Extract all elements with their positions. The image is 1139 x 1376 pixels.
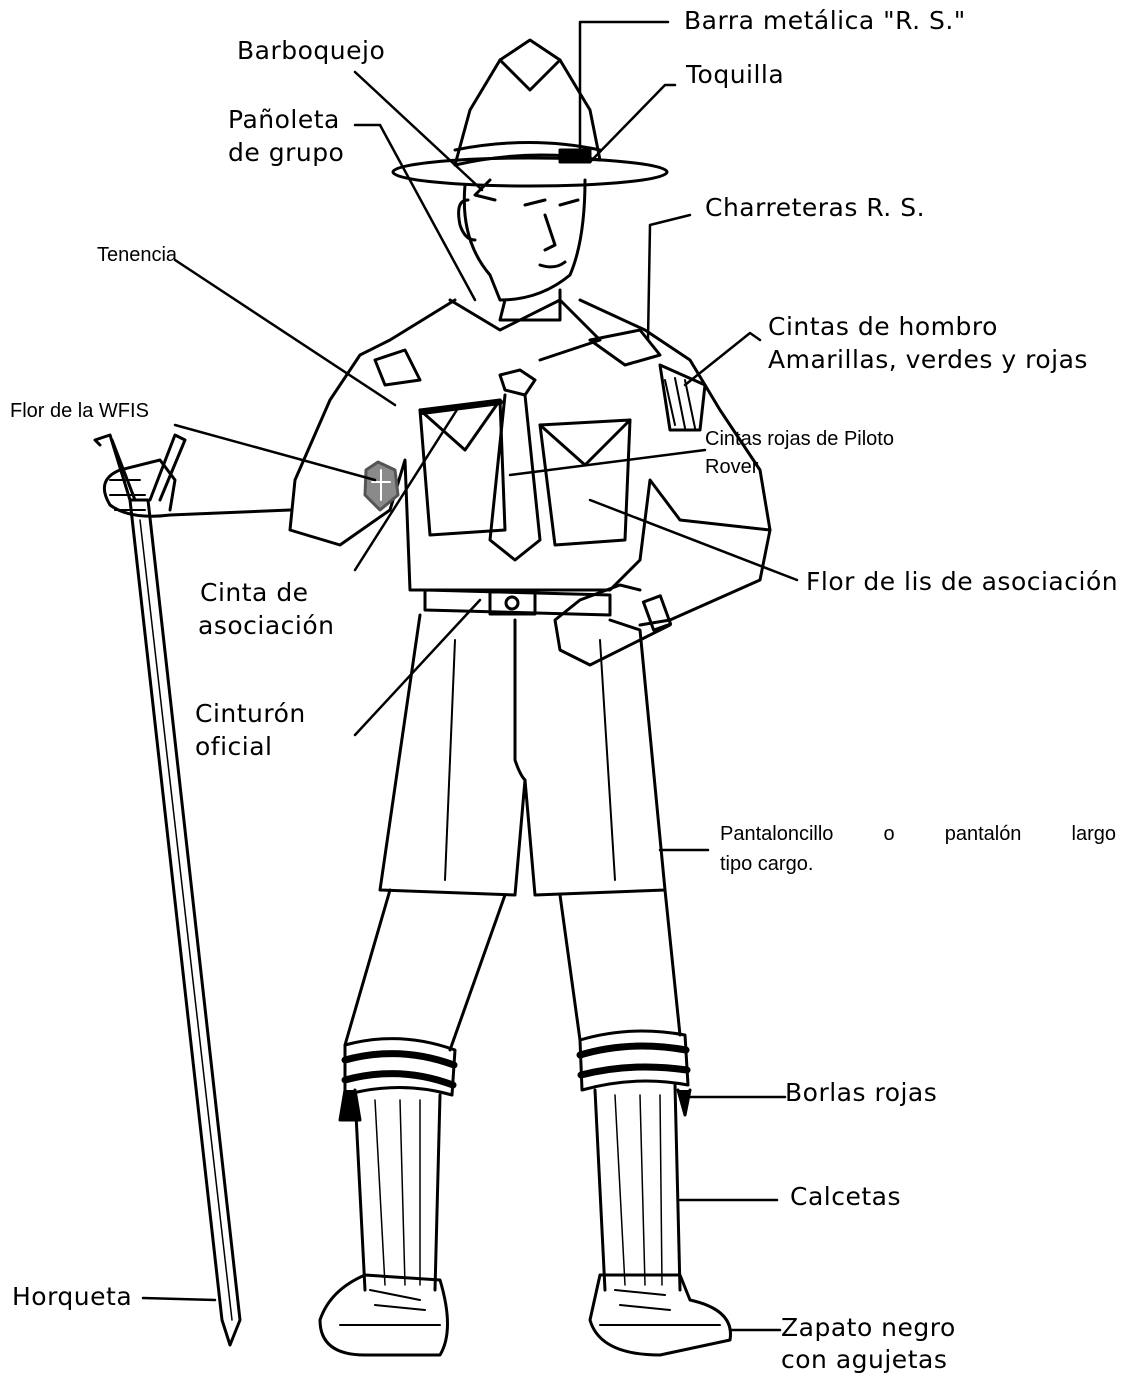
- label-barboquejo: Barboquejo: [237, 36, 385, 66]
- staff-figure: [95, 435, 240, 1345]
- label-zapato-line2: con agujetas: [781, 1345, 947, 1375]
- label-tenencia: Tenencia: [97, 243, 177, 267]
- label-flor-lis: Flor de lis de asociación: [806, 567, 1118, 597]
- leader-panoleta: [355, 125, 475, 300]
- leader-cintas-piloto: [510, 450, 705, 475]
- leader-tenencia: [175, 260, 395, 405]
- label-charreteras: Charreteras R. S.: [705, 193, 925, 223]
- right-hand-figure: [555, 530, 770, 665]
- neckerchief-figure: [450, 300, 600, 560]
- label-cinta-asociacion-line1: Cinta de: [200, 578, 309, 608]
- label-cinturon-line1: Cinturón: [195, 699, 306, 729]
- label-barra-metalica: Barra metálica "R. S.": [684, 6, 966, 36]
- leader-cinturon: [355, 600, 480, 735]
- leader-charreteras: [648, 215, 690, 340]
- leader-flor-wfis: [175, 425, 375, 480]
- label-cintas-hombro-line1: Cintas de hombro: [768, 312, 998, 342]
- label-borlas-rojas: Borlas rojas: [785, 1078, 937, 1108]
- legs-figure: [340, 890, 690, 1290]
- label-horqueta: Horqueta: [12, 1282, 132, 1312]
- label-cintas-piloto-line2: Rover: [705, 455, 758, 479]
- shorts-figure: [380, 615, 665, 895]
- leader-lines: [143, 22, 797, 1330]
- leader-cintas-hombro: [685, 333, 760, 385]
- label-cintas-piloto-line1: Cintas rojas de Piloto: [705, 427, 894, 451]
- leader-toquilla: [590, 85, 675, 162]
- label-calcetas: Calcetas: [790, 1182, 901, 1212]
- label-zapato-line1: Zapato negro: [781, 1313, 956, 1343]
- shoes-figure: [320, 1275, 731, 1355]
- label-cinta-asociacion-line2: asociación: [198, 611, 334, 641]
- leader-horqueta: [143, 1298, 215, 1300]
- label-pantalon-line2: tipo cargo.: [720, 852, 813, 876]
- label-cinturon-line2: oficial: [195, 732, 273, 762]
- belt-figure: [425, 590, 610, 615]
- label-panoleta-line2: de grupo: [228, 138, 344, 168]
- label-cintas-hombro-line2: Amarillas, verdes y rojas: [768, 345, 1088, 375]
- leader-barra: [580, 22, 668, 155]
- label-pantalon-line1: Pantaloncillo o pantalón largo: [720, 822, 1116, 846]
- label-panoleta-line1: Pañoleta: [228, 105, 340, 135]
- hat-figure: [393, 40, 667, 186]
- label-flor-wfis: Flor de la WFIS: [10, 399, 149, 423]
- label-toquilla: Toquilla: [686, 60, 784, 90]
- head-figure: [459, 180, 585, 320]
